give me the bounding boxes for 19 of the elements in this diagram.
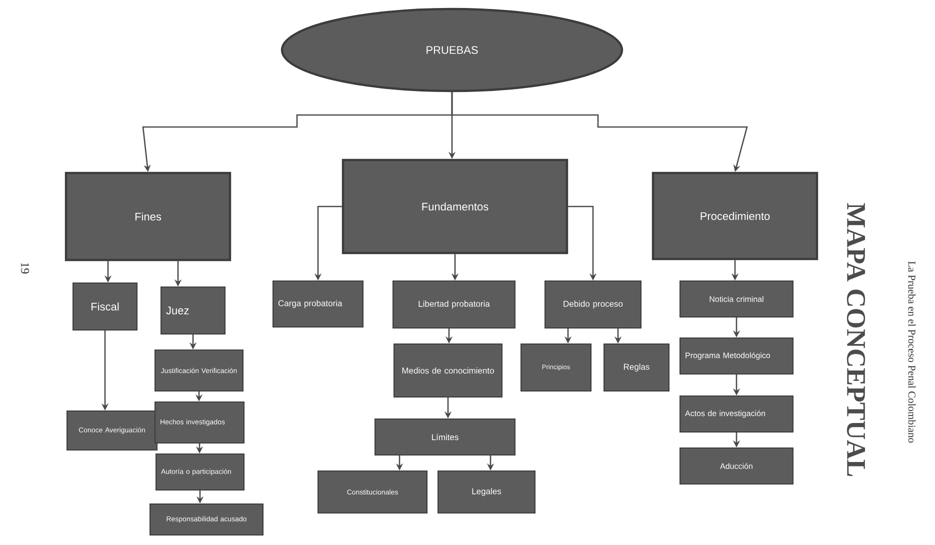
concept-box: Libertad probatoria <box>392 280 516 328</box>
concept-box: Fines <box>64 172 232 262</box>
page-number: 19 <box>20 263 30 274</box>
concept-box: Juez <box>160 286 226 334</box>
concept-box: Legales <box>438 470 536 514</box>
concept-box: Límites <box>374 418 516 456</box>
concept-box: Medios de conocimiento <box>394 344 502 398</box>
concept-box: Fiscal <box>72 282 138 330</box>
running-header: La Prueba en el Proceso Penal Colombiano <box>908 261 916 443</box>
vertical-title: MAPA CONCEPTUAL <box>846 203 866 476</box>
concept-box: Reglas <box>604 344 670 392</box>
concept-box: Fundamentos <box>342 158 568 254</box>
concept-box: Procedimiento <box>652 172 818 260</box>
concept-box: Actos de investigación <box>680 396 794 432</box>
concept-box: Noticia criminal <box>680 280 794 318</box>
concept-box: Programa Metodológico <box>680 338 794 374</box>
concept-box: Debido proceso <box>544 280 642 328</box>
concept-box: Carga probatoria <box>272 280 364 328</box>
concept-box: Aducción <box>680 448 794 484</box>
